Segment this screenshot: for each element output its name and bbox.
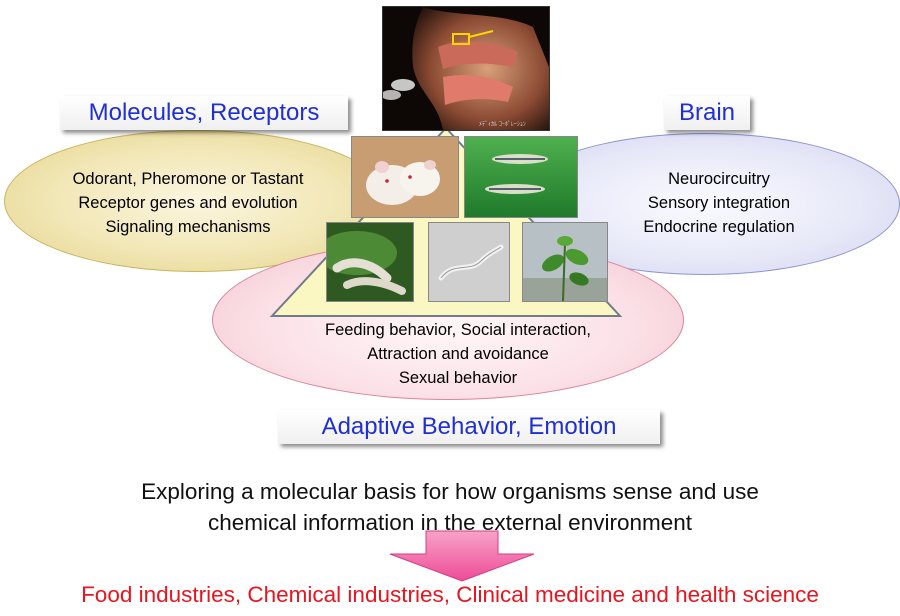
brain-line: Endocrine regulation <box>643 218 795 236</box>
nasal-cavity-photo: ﾒﾃﾞｨｶﾙ ｺｰﾎﾟﾚｰｼｮﾝ <box>382 6 550 131</box>
photo-caption: ﾒﾃﾞｨｶﾙ ｺｰﾎﾟﾚｰｼｮﾝ <box>479 121 526 128</box>
outcome-text: Food industries, Chemical industries, Cl… <box>81 582 819 607</box>
molecules-line: Receptor genes and evolution <box>78 194 298 212</box>
behavior-line: Attraction and avoidance <box>367 345 549 363</box>
down-arrow-icon <box>389 530 535 582</box>
mice-photo <box>351 136 459 218</box>
behavior-line: Feeding behavior, Social interaction, <box>325 321 591 339</box>
brain-line: Neurocircuitry <box>668 170 770 188</box>
silkworm-photo <box>326 222 414 302</box>
behavior-title: Adaptive Behavior, Emotion <box>278 410 660 444</box>
brain-text: Neurocircuitry Sensory integration Endoc… <box>600 167 838 239</box>
brain-line: Sensory integration <box>647 194 791 212</box>
behavior-text: Feeding behavior, Social interaction, At… <box>296 318 620 390</box>
nematode-photo <box>428 222 510 302</box>
brain-title: Brain <box>664 96 750 130</box>
molecules-title: Molecules, Receptors <box>60 96 348 130</box>
molecules-text: Odorant, Pheromone or Tastant Receptor g… <box>30 167 346 239</box>
plant-photo <box>522 222 608 302</box>
molecules-ellipse <box>4 130 390 272</box>
molecules-line: Odorant, Pheromone or Tastant <box>72 170 304 188</box>
summary-text: Exploring a molecular basis for how orga… <box>0 476 900 538</box>
zebrafish-photo <box>464 136 578 218</box>
behavior-line: Sexual behavior <box>398 369 518 387</box>
molecules-line: Signaling mechanisms <box>105 218 271 236</box>
summary-line: Exploring a molecular basis for how orga… <box>141 479 759 504</box>
